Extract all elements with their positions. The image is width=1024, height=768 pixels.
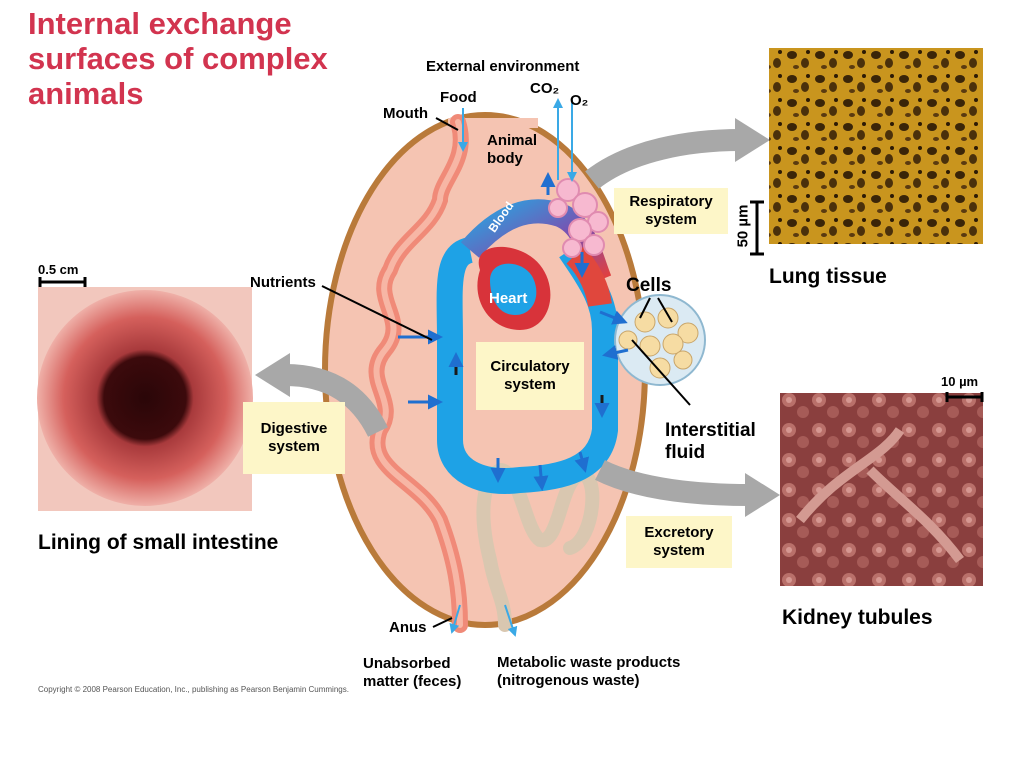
label-nutrients: Nutrients <box>250 274 316 291</box>
label-interstitial-fluid: Interstitial fluid <box>665 420 756 463</box>
label-external-environment: External environment <box>426 58 580 75</box>
label-o2: O₂ <box>570 92 589 109</box>
box-circulatory-system: Circulatory system <box>476 342 584 410</box>
box-respiratory-system: Respiratory system <box>614 188 728 234</box>
excretory-system-text: Excretory system <box>644 524 714 559</box>
label-unabsorbed-matter: Unabsorbed matter (feces) <box>363 655 462 690</box>
box-excretory-system: Excretory system <box>626 516 732 568</box>
arrow-to-lung <box>585 129 741 189</box>
label-animal-body: Animal body <box>487 132 538 167</box>
copyright-notice: Copyright © 2008 Pearson Education, Inc.… <box>38 685 349 694</box>
scale-lung: 50 µm <box>734 204 752 248</box>
respiratory-alveoli <box>548 178 609 258</box>
label-heart: Heart <box>489 290 528 307</box>
caption-kidney-tubules: Kidney tubules <box>782 606 933 629</box>
scale-intestine: 0.5 cm <box>38 262 79 277</box>
digestive-system-text: Digestive system <box>260 420 328 455</box>
label-metabolic-waste: Metabolic waste products (nitrogenous wa… <box>497 654 681 689</box>
label-co2: CO₂ <box>530 80 560 97</box>
label-cells: Cells <box>626 275 672 296</box>
lung-tissue-image <box>769 48 983 244</box>
box-digestive-system: Digestive system <box>243 402 345 474</box>
caption-lung-tissue: Lung tissue <box>769 265 887 288</box>
circulatory-system-text: Circulatory system <box>490 358 570 393</box>
page-title: Internal exchange surfaces of complex an… <box>28 6 328 111</box>
label-food: Food <box>440 89 477 106</box>
respiratory-system-text: Respiratory system <box>629 193 713 228</box>
arrow-to-kidney <box>595 460 751 506</box>
label-anus: Anus <box>389 619 427 636</box>
caption-small-intestine: Lining of small intestine <box>38 531 279 554</box>
arrow-to-intestine <box>284 364 388 438</box>
label-mouth: Mouth <box>383 105 428 122</box>
scale-kidney: 10 µm <box>941 374 979 389</box>
